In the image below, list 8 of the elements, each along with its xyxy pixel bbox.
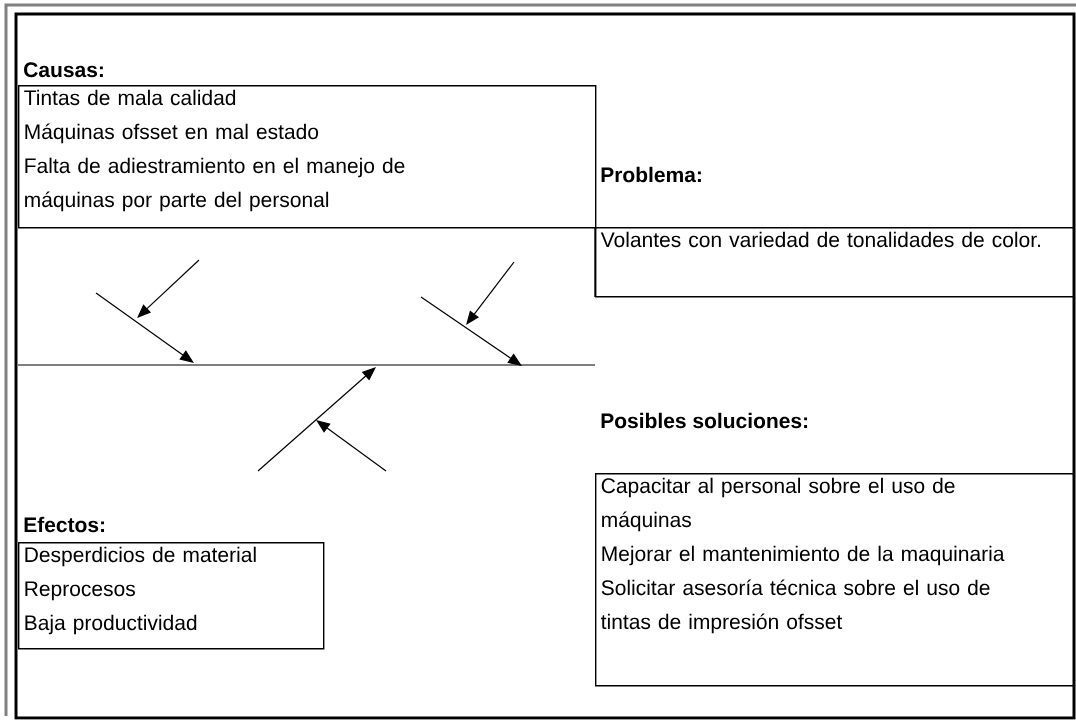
- heading: Posibles soluciones:: [601, 412, 808, 429]
- list-box: Capacitar al personal sobre el uso de máquinas Mejorar el mantenimiento de la maquinaria Solicitar asesoría técnica sobre el uso de tintas de impresión ofsset: [595, 473, 1075, 687]
- list-box: Volantes con variedad de tonalidades de color.: [595, 227, 1075, 298]
- heading: Causas:: [24, 62, 103, 78]
- list-box: Desperdicios de material Reprocesos Baja productividad: [18, 542, 325, 650]
- heading: Problema:: [601, 166, 701, 183]
- heading: Efectos:: [24, 516, 105, 533]
- list-box: Tintas de mala calidad Máquinas ofsset en mal estado Falta de adiestramiento en el manejo de máquinas por parte del personal: [18, 85, 597, 229]
